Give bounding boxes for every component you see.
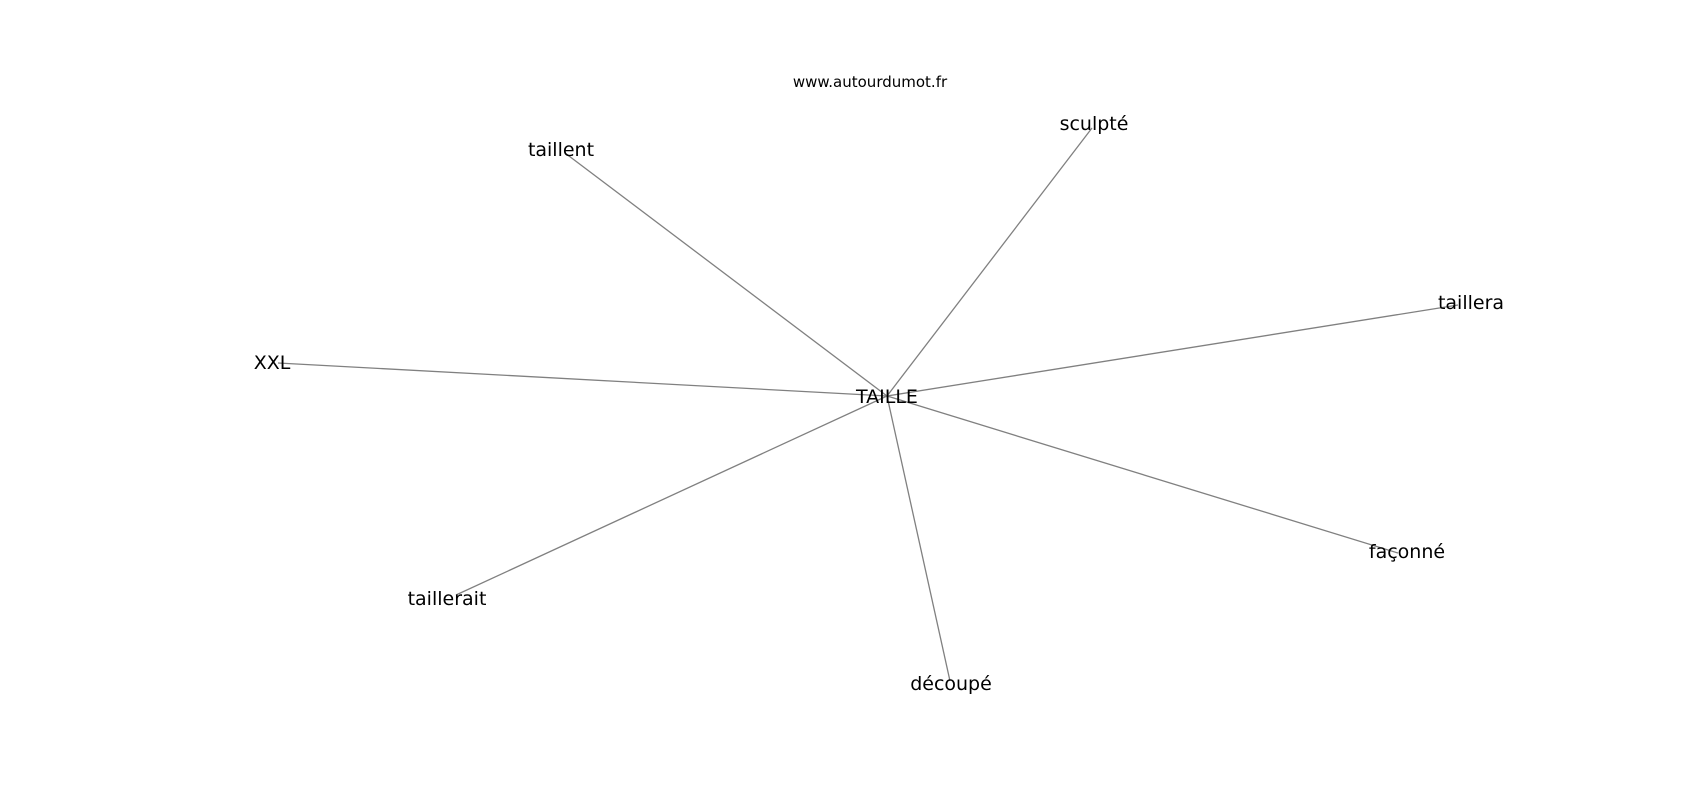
edge-taillerait (455, 395, 888, 596)
node-labels: TAILLE sculpté taillent taillera XXL faç… (254, 113, 1504, 695)
node-label-taillerait[interactable]: taillerait (408, 588, 487, 610)
node-label-decoupe[interactable]: découpé (910, 673, 992, 695)
edges (277, 127, 1459, 682)
edge-taillent (564, 152, 888, 397)
node-label-taillent[interactable]: taillent (528, 139, 594, 161)
node-label-faconne[interactable]: façonné (1369, 541, 1445, 563)
edge-faconne (886, 395, 1399, 554)
edge-xxl (277, 362, 888, 397)
node-label-taillera[interactable]: taillera (1438, 292, 1504, 314)
edge-decoupe (886, 395, 951, 682)
node-label-xxl[interactable]: XXL (254, 352, 291, 374)
watermark-text: www.autourdumot.fr (793, 73, 948, 91)
edge-taillera (886, 304, 1459, 397)
node-label-sculpte[interactable]: sculpté (1060, 113, 1129, 135)
edge-sculpte (886, 127, 1093, 397)
center-node-label[interactable]: TAILLE (855, 386, 918, 408)
